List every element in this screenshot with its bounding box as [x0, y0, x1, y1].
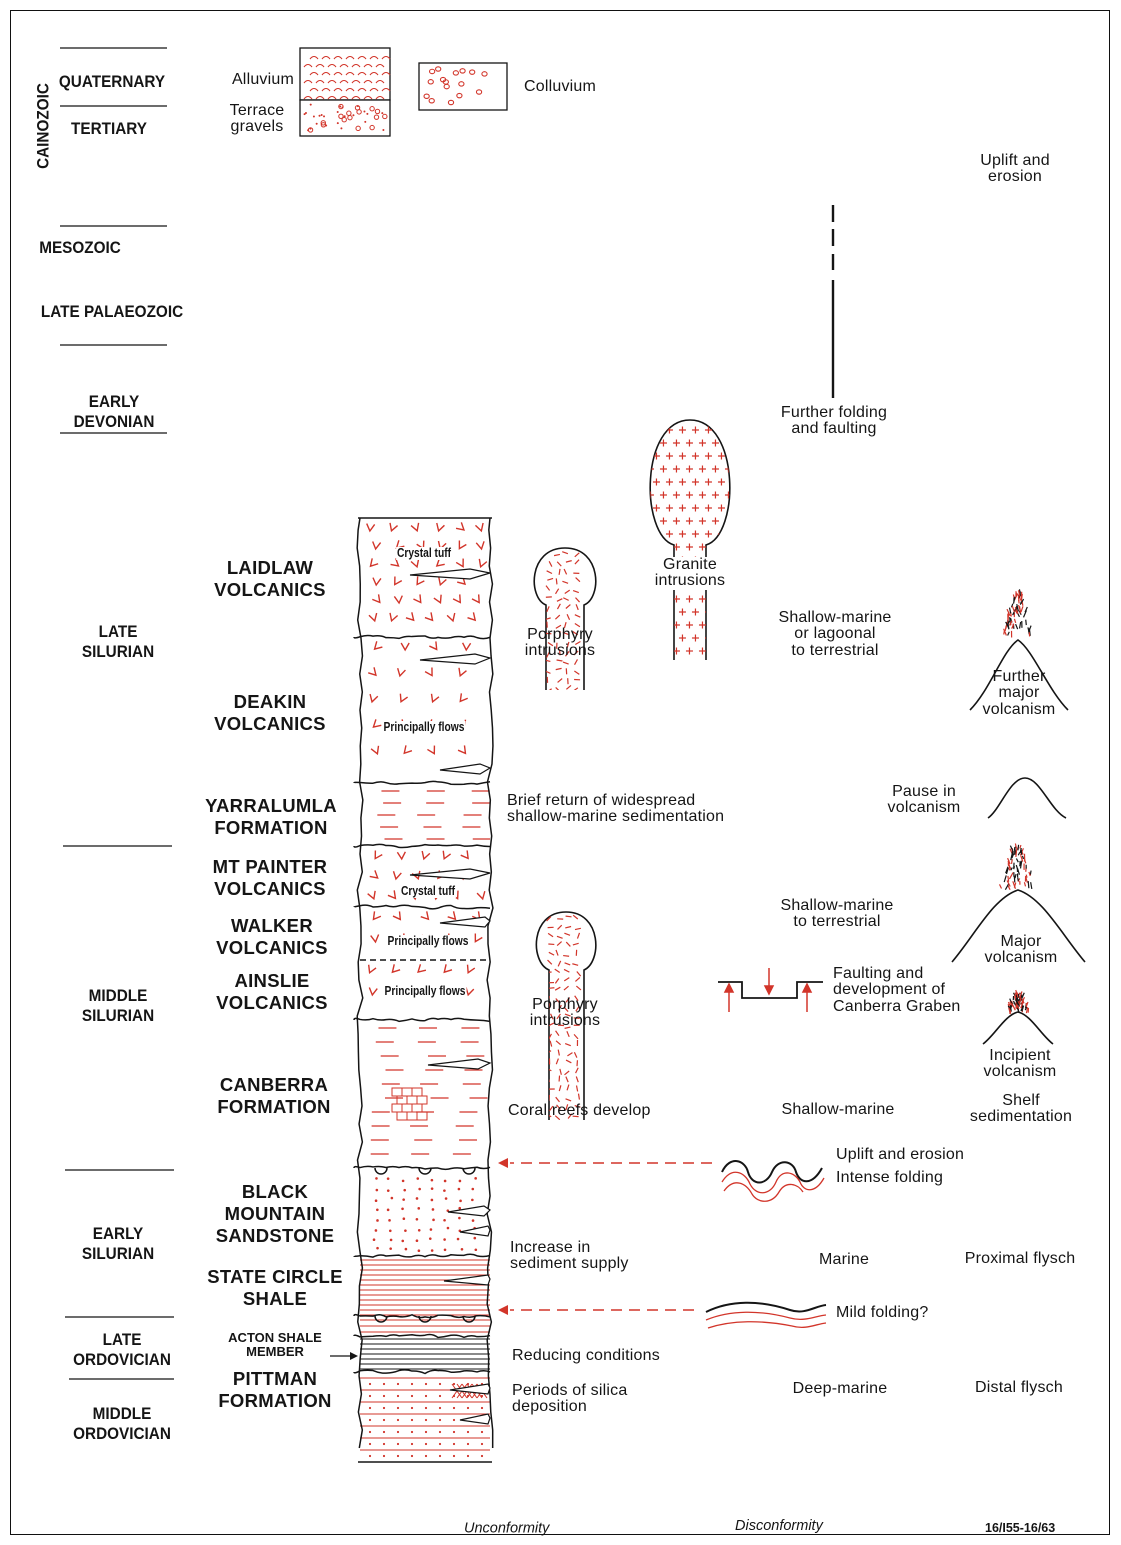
event-major-volcanism: Major volcanism — [985, 934, 1058, 967]
event-distal-flysch: Distal flysch — [975, 1380, 1063, 1396]
event-increase-supply: Increase in sediment supply — [510, 1240, 629, 1273]
alluvium-box — [300, 48, 390, 100]
unit-label-pittman: PITTMAN FORMATION — [218, 1368, 331, 1412]
event-uplift-erosion-top: Uplift and erosion — [980, 153, 1050, 186]
event-silica-deposition: Periods of silica deposition — [512, 1383, 627, 1416]
porphyry-intrusions-label-upper: Porphyry intrusions — [525, 627, 595, 660]
unit-label-black-mountain: BLACK MOUNTAIN SANDSTONE — [216, 1181, 335, 1248]
unit-label-yarralumla: YARRALUMLA FORMATION — [205, 795, 337, 839]
event-faulting-graben: Faulting and development of Canberra Gra… — [833, 966, 961, 1015]
acton-pointer-arrow — [330, 1352, 358, 1360]
graben-symbol — [718, 968, 823, 1012]
event-coral-reefs: Coral reefs develop — [508, 1103, 651, 1119]
terrace-gravels-label: Terrace gravels — [230, 103, 285, 136]
age-label-late-silurian: LATE SILURIAN — [82, 622, 154, 662]
mild-folding-symbol — [706, 1303, 826, 1328]
age-label-late-ordovician: LATE ORDOVICIAN — [73, 1330, 171, 1370]
alluvium-label: Alluvium — [232, 72, 294, 88]
age-label-tertiary: TERTIARY — [71, 119, 147, 139]
column-label-principally-flows-ainslie: Principally flows — [384, 985, 467, 998]
event-further-major-volcanism: Further major volcanism — [983, 669, 1056, 718]
unit-label-walker: WALKER VOLCANICS — [216, 915, 328, 959]
event-shallow-terrestrial: Shallow-marine to terrestrial — [780, 898, 893, 931]
unit-label-acton: ACTON SHALE MEMBER — [228, 1331, 322, 1360]
era-label-cainozoic: CAINOZOIC — [35, 83, 52, 169]
event-further-folding: Further folding and faulting — [781, 405, 887, 438]
legend-unconformity-label: Unconformity — [464, 1522, 549, 1537]
granite-intrusions-label: Granite intrusions — [655, 557, 725, 590]
porphyry-intrusion-upper — [534, 548, 596, 692]
disconformity-arrow — [498, 1305, 694, 1315]
legend-disconformity-label: Disconformity — [735, 1519, 823, 1534]
event-mild-folding: Mild folding? — [836, 1305, 928, 1321]
terrace-gravels-box — [300, 100, 390, 136]
event-shallow-marine: Shallow-marine — [781, 1102, 894, 1118]
unit-label-canberra: CANBERRA FORMATION — [217, 1074, 330, 1118]
event-reducing-conditions: Reducing conditions — [512, 1348, 660, 1364]
age-label-mesozoic: MESOZOIC — [39, 238, 121, 258]
event-uplift-erosion-lower: Uplift and erosion — [836, 1147, 964, 1163]
unit-label-ainslie: AINSLIE VOLCANICS — [216, 970, 328, 1014]
column-label-principally-flows-deakin: Principally flows — [383, 721, 466, 734]
unit-label-state-circle: STATE CIRCLE SHALE — [207, 1266, 343, 1310]
column-label-crystal-tuff-mt-painter: Crystal tuff — [400, 885, 456, 898]
event-proximal-flysch: Proximal flysch — [965, 1251, 1076, 1267]
event-shallow-lagoonal: Shallow-marine or lagoonal to terrestria… — [778, 610, 891, 659]
age-label-late-palaeozoic: LATE PALAEOZOIC — [41, 302, 183, 322]
age-label-middle-silurian: MIDDLE SILURIAN — [82, 986, 154, 1026]
intense-folding-symbol — [722, 1161, 824, 1201]
volcano-incipient — [983, 990, 1053, 1044]
figure-code: 16/I55-16/63 — [985, 1522, 1055, 1535]
event-brief-return: Brief return of widespread shallow-marin… — [507, 793, 724, 826]
age-label-quaternary: QUATERNARY — [59, 72, 165, 92]
event-marine: Marine — [819, 1252, 869, 1268]
event-intense-folding: Intense folding — [836, 1170, 943, 1186]
colluvium-label: Colluvium — [524, 79, 596, 95]
event-shelf-sedimentation: Shelf sedimentation — [970, 1093, 1072, 1126]
event-incipient-volcanism: Incipient volcanism — [984, 1048, 1057, 1081]
colluvium-box — [419, 63, 507, 110]
event-pause-in-volcanism: Pause in volcanism — [888, 784, 961, 817]
column-label-principally-flows-walker: Principally flows — [387, 935, 470, 948]
unconformity-arrow — [498, 1158, 712, 1168]
column-label-crystal-tuff-laidlaw: Crystal tuff — [396, 547, 452, 560]
event-deep-marine: Deep-marine — [793, 1381, 888, 1397]
age-label-early-silurian: EARLY SILURIAN — [82, 1224, 154, 1264]
age-label-middle-ordovician: MIDDLE ORDOVICIAN — [73, 1404, 171, 1444]
age-label-early-devonian: EARLY DEVONIAN — [74, 392, 155, 432]
unit-label-laidlaw: LAIDLAW VOLCANICS — [214, 557, 326, 601]
porphyry-intrusions-label-lower: Porphyry intrusions — [530, 997, 600, 1030]
unit-label-deakin: DEAKIN VOLCANICS — [214, 691, 326, 735]
unit-label-mt-painter: MT PAINTER VOLCANICS — [213, 856, 328, 900]
volcano-pause — [988, 778, 1066, 818]
granite-intrusion — [647, 420, 732, 660]
